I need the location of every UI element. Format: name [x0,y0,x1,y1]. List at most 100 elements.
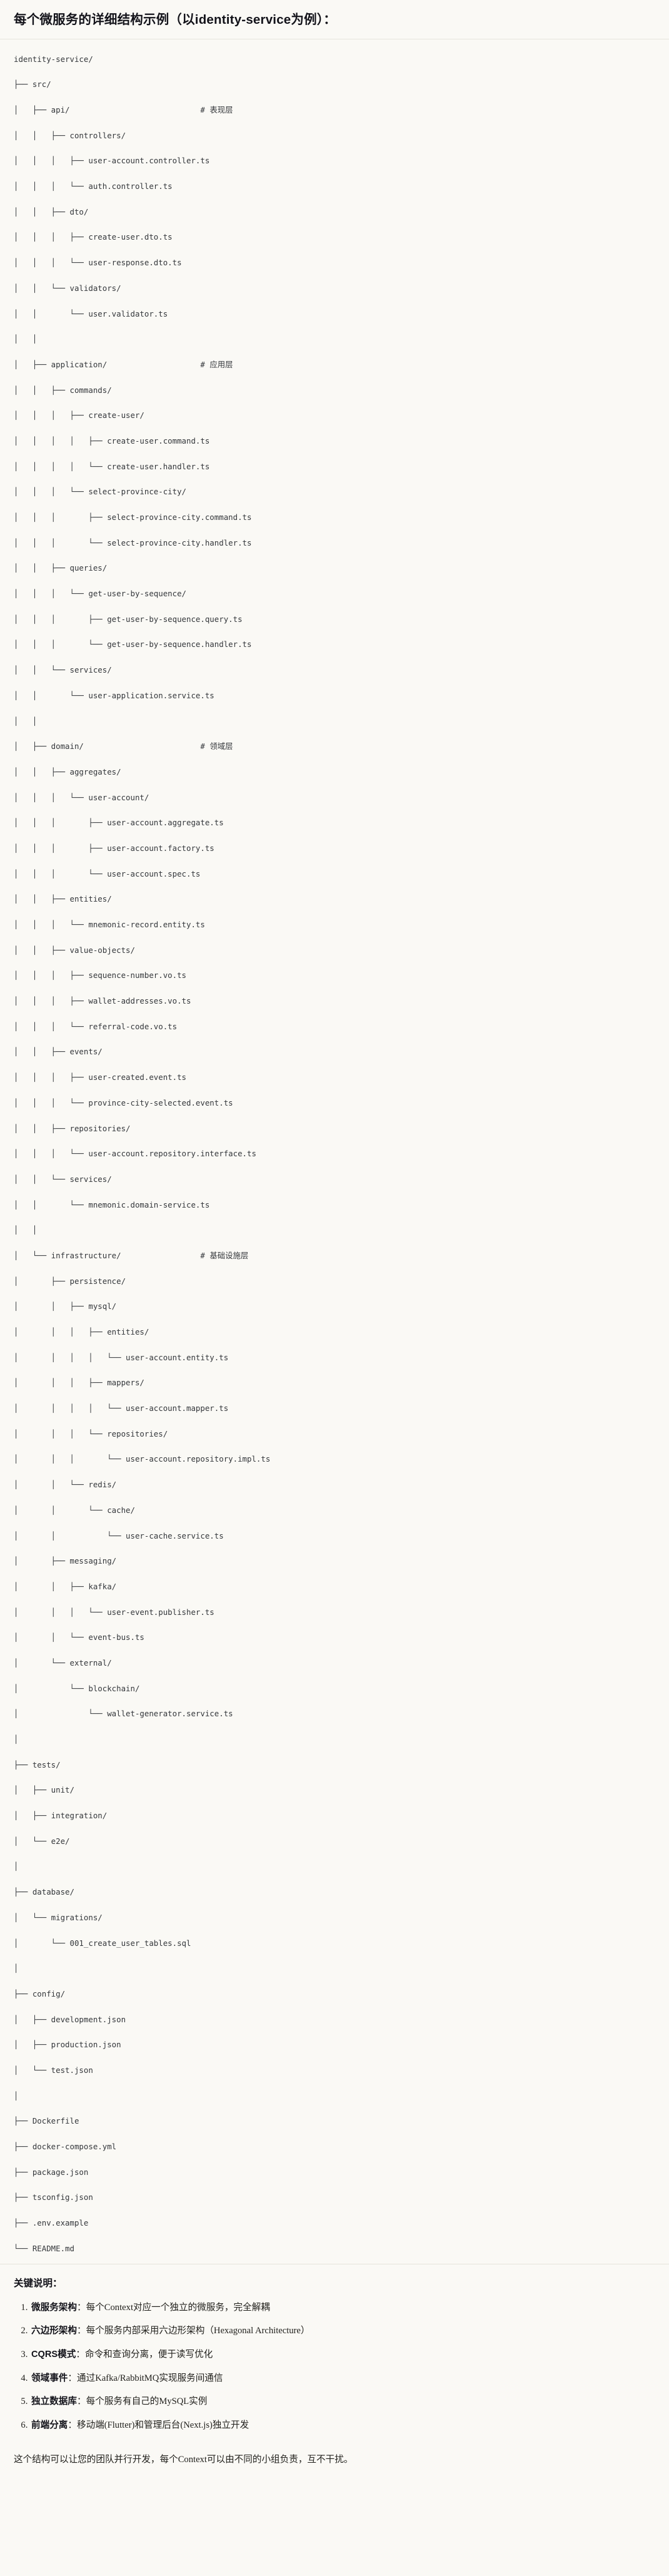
key-points-section: 关键说明： 微服务架构：每个Context对应一个独立的微服务，完全解耦六边形架… [0,2264,669,2448]
tree-line: │ └── migrations/ [14,1912,103,1922]
tree-line: │ │ │ └── province-city-selected.event.t… [14,1097,233,1107]
key-point-term: 微服务架构 [31,2302,77,2313]
tree-line: │ │ │ └── user-account.repository.impl.t… [14,1454,271,1464]
tree-line: │ ├── persistence/ [14,1276,126,1286]
tree-line: │ [14,1861,19,1871]
tree-line: │ │ │ ├── user-account.controller.ts [14,156,210,166]
tree-line: │ │ │ ├── wallet-addresses.vo.ts [14,996,191,1006]
tree-line: │ │ └── validators/ [14,283,121,293]
tree-line: │ │ │ │ ├── create-user.command.ts [14,435,210,445]
tree-line: │ │ └── user-cache.service.ts [14,1530,224,1540]
key-point-description: 每个服务有自己的MySQL实例 [86,2396,208,2407]
tree-line: │ │ └── services/ [14,665,112,675]
tree-line: │ │ └── redis/ [14,1480,117,1490]
tree-line: │ │ │ └── user-event.publisher.ts [14,1607,214,1617]
key-point-item: CQRS模式：命令和查询分离，便于读写优化 [30,2348,655,2362]
tree-line: └── README.md [14,2243,74,2253]
tree-line: │ │ └── cache/ [14,1505,135,1515]
tree-line: │ │ └── user.validator.ts [14,308,168,318]
tree-line: │ │ │ └── user-account/ [14,792,149,802]
tree-line: ├── tsconfig.json [14,2192,93,2202]
tree-line: │ │ │ └── user-account.repository.interf… [14,1149,256,1159]
tree-line: ├── src/ [14,79,51,89]
tree-line: │ │ │ ├── get-user-by-sequence.query.ts [14,614,243,624]
tree-line: │ ├── domain/ # 领域层 [14,740,655,753]
tree-line: ├── database/ [14,1887,74,1897]
tree-line: ├── docker-compose.yml [14,2142,117,2152]
key-point-description: 命令和查询分离，便于读写优化 [84,2349,213,2360]
tree-line: │ │ └── mnemonic.domain-service.ts [14,1199,210,1209]
tree-line: │ │ │ ├── user-account.aggregate.ts [14,818,224,828]
page-title: 每个微服务的详细结构示例（以identity-service为例）： [0,0,669,39]
key-point-separator: ： [76,2349,85,2360]
tree-line: │ │ ├── repositories/ [14,1123,131,1133]
key-point-separator: ： [76,2326,86,2336]
tree-line: │ │ │ ├── select-province-city.command.t… [14,512,252,522]
tree-line: │ │ │ ├── create-user/ [14,410,144,420]
tree-line: │ │ │ └── select-province-city.handler.t… [14,537,252,547]
tree-line: │ │ [14,334,38,344]
tree-line: │ ├── integration/ [14,1811,108,1821]
key-point-description: 通过Kafka/RabbitMQ实现服务间通信 [77,2373,223,2383]
tree-line: │ │ ├── queries/ [14,563,108,573]
key-point-term: CQRS模式 [31,2349,76,2360]
tree-line: │ ├── production.json [14,2040,121,2050]
tree-line: │ │ │ └── get-user-by-sequence.handler.t… [14,639,252,649]
tree-line: │ │ │ └── auth.controller.ts [14,181,173,191]
tree-line: │ [14,2090,19,2100]
tree-line: │ │ ├── mysql/ [14,1301,117,1311]
tree-line: │ │ │ ├── entities/ [14,1327,149,1337]
tree-line: │ └── infrastructure/ # 基础设施层 [14,1250,655,1262]
key-point-separator: ： [68,2373,77,2383]
key-points-list: 微服务架构：每个Context对应一个独立的微服务，完全解耦六边形架构：每个服务… [14,2301,655,2433]
document-page: 每个微服务的详细结构示例（以identity-service为例）： ident… [0,0,669,2483]
tree-line: │ │ │ └── mnemonic-record.entity.ts [14,920,205,930]
tree-line: ├── config/ [14,1988,66,1998]
tree-line: ├── Dockerfile [14,2116,79,2126]
tree-line: │ │ └── services/ [14,1174,112,1184]
tree-line: ├── tests/ [14,1759,61,1769]
key-point-description: 移动端(Flutter)和管理后台(Next.js)独立开发 [77,2420,249,2430]
tree-layer-comment: # 领域层 [200,741,233,751]
key-point-term: 独立数据库 [31,2396,77,2407]
tree-line: │ └── 001_create_user_tables.sql [14,1938,191,1948]
tree-line: │ │ │ └── select-province-city/ [14,487,187,497]
key-point-item: 前端分离：移动端(Flutter)和管理后台(Next.js)独立开发 [30,2418,655,2433]
tree-line: ├── .env.example [14,2218,89,2228]
tree-line: │ │ │ ├── user-account.factory.ts [14,843,214,853]
tree-line: │ │ │ └── get-user-by-sequence/ [14,589,187,599]
tree-node-path: │ └── infrastructure/ [14,1250,201,1260]
tree-layer-comment: # 表现层 [200,105,233,115]
tree-line: │ ├── messaging/ [14,1556,117,1566]
tree-line: │ │ ├── aggregates/ [14,766,121,776]
key-point-item: 领域事件：通过Kafka/RabbitMQ实现服务间通信 [30,2371,655,2386]
key-point-item: 独立数据库：每个服务有自己的MySQL实例 [30,2395,655,2409]
key-points-title: 关键说明： [14,2278,63,2289]
tree-node-path: │ ├── domain/ [14,741,201,751]
tree-line: │ └── wallet-generator.service.ts [14,1709,233,1719]
tree-line: │ [14,1963,19,1973]
tree-line: │ │ ├── value-objects/ [14,945,135,955]
key-point-separator: ： [76,2302,86,2313]
tree-line: │ │ └── event-bus.ts [14,1632,144,1642]
tree-line: │ └── e2e/ [14,1836,70,1846]
tree-line: │ │ ├── commands/ [14,385,112,395]
key-point-separator: ： [76,2396,86,2407]
tree-line: │ │ │ ├── create-user.dto.ts [14,232,173,242]
tree-line: │ │ │ │ └── user-account.entity.ts [14,1352,229,1362]
tree-line: │ ├── unit/ [14,1785,74,1795]
key-point-term: 前端分离 [31,2420,68,2430]
tree-line: │ │ ├── entities/ [14,894,112,904]
key-point-item: 微服务架构：每个Context对应一个独立的微服务，完全解耦 [30,2301,655,2315]
tree-line: │ ├── development.json [14,2014,126,2024]
tree-line: │ │ [14,1225,38,1235]
key-point-term: 六边形架构 [31,2326,77,2336]
tree-line: │ └── external/ [14,1657,112,1667]
tree-line: │ │ │ └── referral-code.vo.ts [14,1021,178,1031]
tree-line: │ │ │ ├── user-created.event.ts [14,1072,187,1082]
tree-line: │ │ │ ├── mappers/ [14,1378,144,1388]
tree-layer-comment: # 基础设施层 [200,1250,249,1260]
tree-line: │ │ ├── events/ [14,1047,103,1057]
tree-node-path: │ ├── application/ [14,359,201,369]
tree-line: │ │ [14,716,38,726]
